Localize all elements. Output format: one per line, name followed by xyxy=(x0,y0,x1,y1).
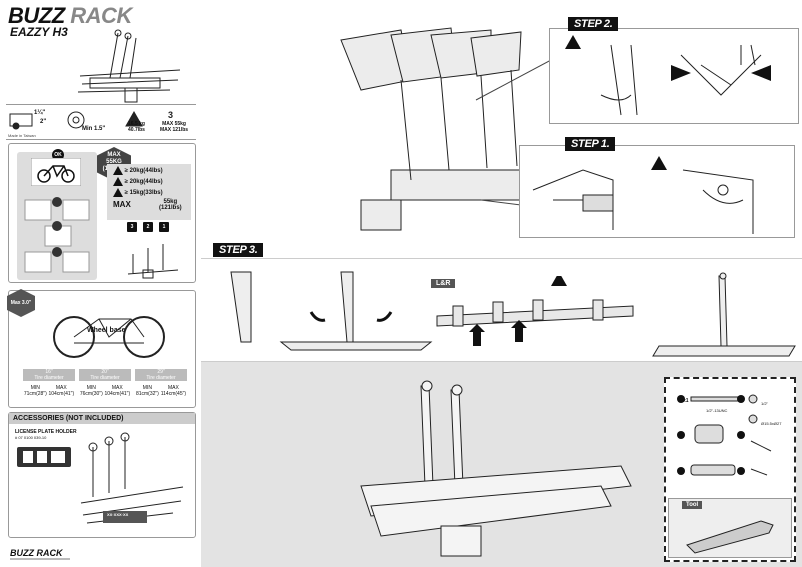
model-name: EAZZY H3 xyxy=(10,25,68,39)
tool-label: Tool xyxy=(682,501,703,509)
max-tire-badge: Max 3.0" xyxy=(7,289,35,317)
hitch-size-a: 1¼" xyxy=(34,110,46,116)
made-in: Made in Taiwan xyxy=(8,133,36,138)
step3-title: STEP 3. xyxy=(213,243,264,257)
no-bike-icons xyxy=(24,197,90,273)
lr-sketch xyxy=(436,276,634,346)
step3-fold-sketch xyxy=(230,271,433,351)
rack-loaded-sketch xyxy=(360,380,632,557)
rack-slots-sketch xyxy=(127,244,179,279)
tire-col-29: 29"Tire diameter MIN 81cm(32")MAX 114cm(… xyxy=(135,369,187,397)
divider xyxy=(6,104,196,105)
weight-row-2: ≥ 20kg(44lbs) xyxy=(113,177,163,186)
weight-row-3: ≥ 15kg(33lbs) xyxy=(113,188,163,197)
brand-logo: BUZZ RACK xyxy=(8,3,132,28)
washer2-spec: Ø15.5xØ27 xyxy=(761,421,782,426)
tire-col-20: 20"Tire diameter MIN 76cm(30")MAX 104cm(… xyxy=(79,369,131,397)
rack-weight: 16.5 kg 40.7lbs xyxy=(128,121,145,133)
slot-number: 2 xyxy=(143,222,153,232)
step3-final-sketch xyxy=(652,272,796,357)
accessories-heading: ACCESSORIES (NOT INCLUDED) xyxy=(9,413,195,424)
part-qty: x1 xyxy=(683,398,689,404)
instruction-sidebar: BUZZ RACK EAZZY H3 3 1¼" 2" Min 1.5" 16.… xyxy=(0,0,201,567)
step1-sketch xyxy=(532,156,754,234)
divider xyxy=(6,139,196,140)
wheel-panel: Max 3.0" Wheel base 16"Tire diameter MIN… xyxy=(7,289,196,408)
bike-icon xyxy=(31,158,81,186)
instruction-main: STEP 2. STEP 1. STEP 3. L&R x1 1/2"-13U xyxy=(201,0,802,567)
footer-brand: BUZZ RACK xyxy=(10,548,63,558)
step2-title: STEP 2. xyxy=(568,17,619,31)
plate-holder-sketch xyxy=(17,447,71,467)
rack-sketch xyxy=(77,29,181,103)
spec-icons: 3 xyxy=(9,110,173,130)
weight-row-1: ≥ 20kg(44lbs) xyxy=(113,166,163,175)
tire-col-16: 16"Tire diameter MIN 71cm(28")MAX 104cm(… xyxy=(23,369,75,397)
slot-number: 3 xyxy=(127,222,137,232)
hitch-size-b: 2" xyxy=(40,119,47,125)
wheelbase-table: 16"Tire diameter MIN 71cm(28")MAX 104cm(… xyxy=(23,369,187,397)
accessories-panel: ACCESSORIES (NOT INCLUDED) LICENSE PLATE… xyxy=(8,412,196,538)
bolt-spec: 1/2"-13UNC xyxy=(706,408,728,413)
plate-text: XX·XXX·XX xyxy=(107,512,129,517)
washer-spec: 1/2" xyxy=(761,401,768,406)
slot-number: 1 xyxy=(159,222,169,232)
step2-sketch xyxy=(565,35,771,116)
wrench-sketch xyxy=(686,520,774,554)
step1-title: STEP 1. xyxy=(565,137,616,151)
accessory-name: LICENSE PLATE HOLDER xyxy=(15,429,77,435)
slot-numbers: 3 2 1 xyxy=(127,222,169,232)
rack-with-plate-sketch xyxy=(80,432,184,524)
wheelbase-label: Wheel base xyxy=(87,327,126,334)
footer-line xyxy=(10,558,70,560)
total-value: 55kg (121lbs) xyxy=(159,199,182,211)
ball-size: Min 1.5" xyxy=(82,126,106,132)
accessory-code: # 07 0100 039-10 xyxy=(15,435,47,440)
parts-sketch xyxy=(677,394,772,476)
wheelbase-diagram xyxy=(53,316,165,358)
svg-text:3: 3 xyxy=(168,110,173,120)
total-label: MAX xyxy=(113,200,131,209)
lr-label: L&R xyxy=(431,279,456,288)
rack-max-load: MAX 55kg MAX 121lbs xyxy=(160,121,189,133)
load-panel: OK MAX 55KG (121lbs) ≥ 20kg(44lbs) ≥ 20k… xyxy=(8,143,196,283)
